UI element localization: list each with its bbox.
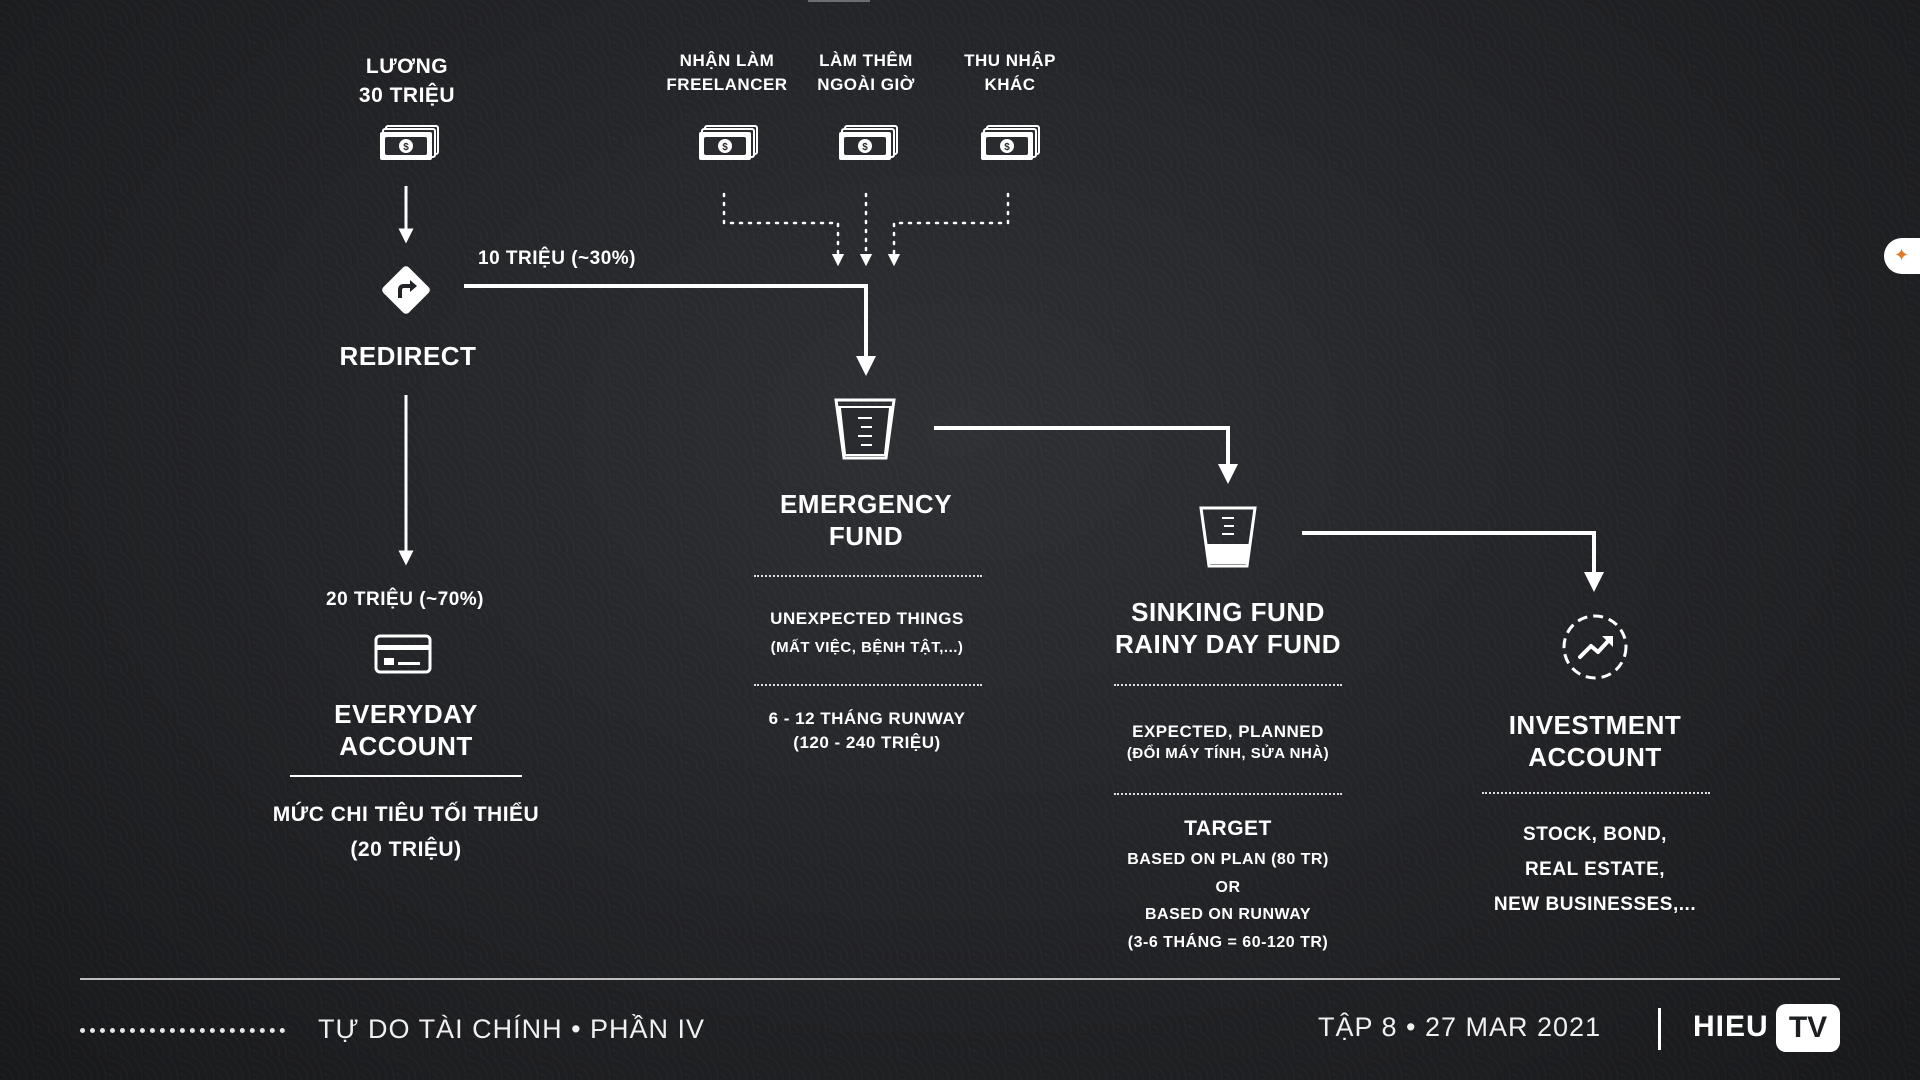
split-emergency-label: 10 TRIỆU (~30%) <box>478 248 636 269</box>
svg-text:$: $ <box>403 142 409 153</box>
turn-right-sign-icon <box>382 266 430 314</box>
investment-divider <box>1482 792 1710 794</box>
arrow-sinking-to-investment <box>1302 531 1604 592</box>
income-freelancer-label: NHẬN LÀM FREELANCER <box>666 51 788 94</box>
measuring-cup-icon <box>1199 506 1257 568</box>
money-stack-icon: $ <box>981 125 1040 160</box>
money-stack-icon: $ <box>380 125 439 160</box>
dotted-freelancer-to-emergency <box>722 192 845 267</box>
sinking-fund-title: SINKING FUND RAINY DAY FUND <box>1114 597 1342 659</box>
money-stack-icon: $ <box>699 125 758 160</box>
investment-detail: STOCK, BOND, REAL ESTATE, NEW BUSINESSES… <box>1493 824 1697 915</box>
income-other-label: THU NHẬP KHÁC <box>964 51 1056 94</box>
measuring-cup-icon <box>834 398 896 460</box>
emergency-divider-1 <box>754 575 982 577</box>
sinking-examples: (ĐỔI MÁY TÍNH, SỬA NHÀ) <box>1126 745 1330 762</box>
everyday-account-title: EVERYDAY ACCOUNT <box>334 699 478 761</box>
brand-logo-text: HIEU <box>1693 1010 1769 1043</box>
puzzle-icon: ✦ <box>1894 245 1910 265</box>
credit-card-icon <box>374 634 432 674</box>
income-salary-label: LƯƠNG 30 TRIỆU <box>358 55 456 107</box>
edge-extension-icon[interactable]: ✦ <box>1884 238 1920 274</box>
emergency-divider-2 <box>754 684 982 686</box>
emergency-fund-title: EMERGENCY FUND <box>779 489 953 551</box>
trend-up-circle-icon <box>1562 614 1628 680</box>
svg-text:$: $ <box>722 142 728 153</box>
footer-separator <box>1658 1008 1661 1050</box>
arrow-emergency-to-sinking <box>934 426 1238 484</box>
sinking-target-detail: BASED ON PLAN (80 TR) OR BASED ON RUNWAY… <box>1127 851 1329 951</box>
sinking-target-heading: TARGET <box>1184 817 1272 840</box>
footer-episode-date: TẬP 8 • 27 MAR 2021 <box>1318 1012 1602 1042</box>
top-progress-bar <box>808 0 870 2</box>
footer-dotted-leader <box>80 1028 285 1033</box>
everyday-detail: MỨC CHI TIÊU TỐI THIỂU (20 TRIỆU) <box>272 803 540 861</box>
money-stack-icon: $ <box>839 125 898 160</box>
split-everyday-label: 20 TRIỆU (~70%) <box>326 589 484 610</box>
emergency-examples: (MẤT VIỆC, BỆNH TẬT,...) <box>770 639 964 656</box>
sinking-divider-1 <box>1114 684 1342 686</box>
emergency-purpose: UNEXPECTED THINGS <box>770 609 964 628</box>
everyday-divider <box>290 775 522 777</box>
sinking-purpose: EXPECTED, PLANNED <box>1132 722 1324 741</box>
income-overtime-label: LÀM THÊM NGOÀI GIỜ <box>817 51 915 94</box>
footer-rule <box>80 978 1840 980</box>
emergency-runway: 6 - 12 THÁNG RUNWAY (120 - 240 TRIỆU) <box>768 709 966 752</box>
arrow-redirect-to-emergency <box>464 284 876 376</box>
svg-text:$: $ <box>862 142 868 153</box>
dotted-other-to-emergency <box>887 192 1010 267</box>
brand-logo-badge: TV <box>1776 1004 1840 1052</box>
footer-series-title: TỰ DO TÀI CHÍNH • PHẦN IV <box>318 1014 706 1044</box>
svg-text:$: $ <box>1004 142 1010 153</box>
redirect-label: REDIRECT <box>339 341 477 371</box>
sinking-divider-2 <box>1114 793 1342 795</box>
investment-account-title: INVESTMENT ACCOUNT <box>1508 710 1682 772</box>
